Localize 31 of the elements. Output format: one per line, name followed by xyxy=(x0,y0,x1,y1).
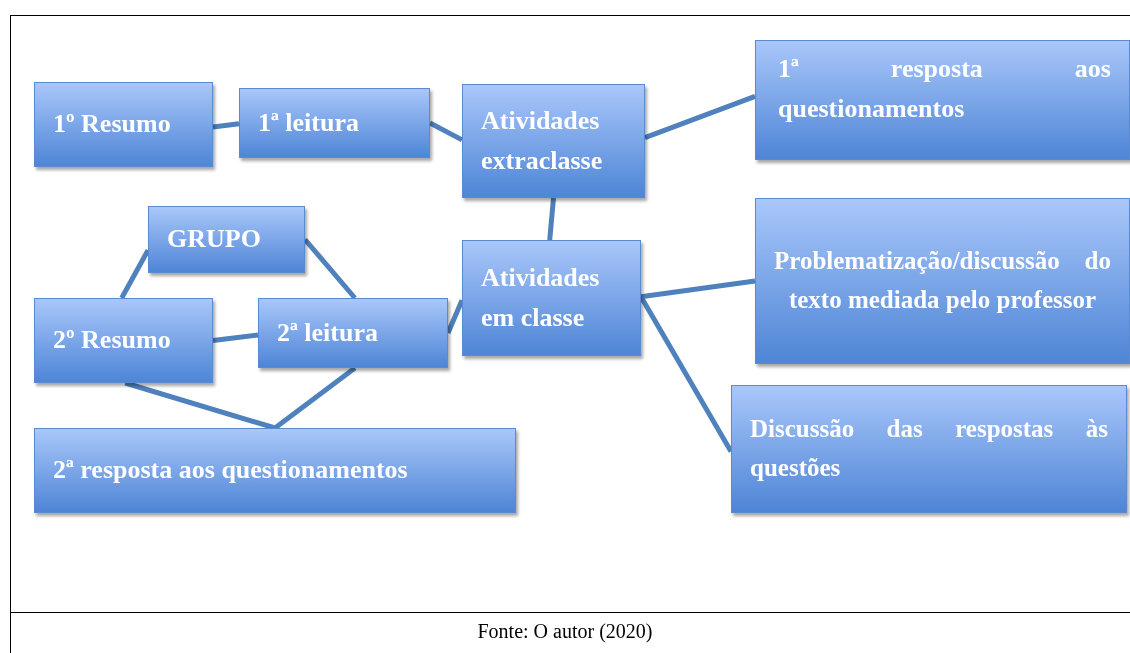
process-box xyxy=(34,82,213,167)
process-box xyxy=(731,385,1127,513)
process-box xyxy=(462,240,641,356)
connector-line xyxy=(212,332,259,343)
box-label: 1ª resposta aos questionamentos xyxy=(778,53,1111,126)
box-label: 1º Resumo xyxy=(53,108,172,141)
box-label: 2º Resumo xyxy=(53,324,172,357)
process-box xyxy=(258,298,448,368)
process-box xyxy=(34,428,516,513)
box-label: Atividades extraclasse xyxy=(481,104,604,177)
caption: Fonte: O autor (2020) xyxy=(477,620,653,643)
box-label: 1ª leitura xyxy=(258,106,360,139)
box-label: 2ª resposta aos questionamentos xyxy=(53,454,409,487)
box-label: Problematização/discussão do texto mediada pelo professor xyxy=(774,246,1111,315)
box-label: 2ª leitura xyxy=(277,316,379,349)
connector-line xyxy=(644,94,756,140)
connector-line xyxy=(212,121,240,130)
process-box xyxy=(34,298,213,383)
process-box xyxy=(755,198,1130,364)
connector-line xyxy=(640,278,756,300)
process-box xyxy=(148,206,305,273)
connector-line xyxy=(547,197,556,241)
box-label: GRUPO xyxy=(167,223,262,256)
process-box xyxy=(755,40,1130,160)
box-label: Discussão das respostas às questões xyxy=(750,414,1108,483)
connector-line xyxy=(273,366,357,430)
process-box xyxy=(462,84,645,198)
connector-line xyxy=(428,120,464,143)
process-box xyxy=(239,88,430,158)
connector-line xyxy=(303,237,357,300)
box-label: Atividades em classe xyxy=(481,261,601,334)
